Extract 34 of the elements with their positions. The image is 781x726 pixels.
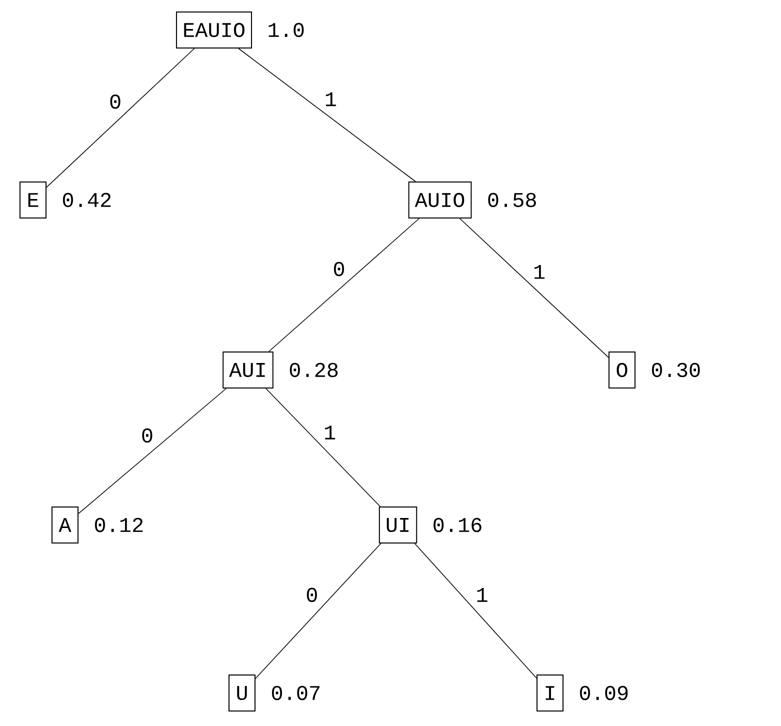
edge-label: 0 <box>304 586 320 604</box>
node-box: E <box>20 182 46 218</box>
probability-label: 0.09 <box>580 686 628 700</box>
node-box: O <box>608 352 636 388</box>
probability-label: 0.16 <box>434 518 482 532</box>
probability-label: 0.42 <box>62 192 111 208</box>
edge-line <box>459 218 609 358</box>
probability-label: 1.0 <box>268 22 304 38</box>
probability-label: 0.30 <box>652 362 700 378</box>
node-box: A <box>52 506 78 544</box>
edge-label: 0 <box>107 92 124 111</box>
probability-label: 0.58 <box>488 192 536 208</box>
edge-line <box>268 218 420 352</box>
probability-label: 0.12 <box>94 518 143 532</box>
edge-line <box>414 543 537 678</box>
edge-label: 1 <box>530 262 548 281</box>
edge-line <box>238 48 416 182</box>
edge-line <box>266 388 381 507</box>
node-box: I <box>536 674 564 712</box>
edge-label: 0 <box>330 260 348 278</box>
node-box: AUIO <box>408 182 472 218</box>
edge-label: 1 <box>474 586 490 604</box>
edge-line <box>255 543 382 679</box>
node-box: UI <box>378 506 418 544</box>
edge-label: 1 <box>322 90 339 108</box>
edge-label: 0 <box>138 426 156 445</box>
node-box: U <box>228 674 256 712</box>
edge-label: 1 <box>322 424 338 442</box>
edge-line <box>46 48 195 188</box>
edge-line <box>78 388 227 514</box>
node-box: EAUIO <box>176 12 252 48</box>
probability-label: 0.07 <box>272 686 320 700</box>
node-box: AUI <box>222 352 274 388</box>
probability-label: 0.28 <box>290 362 338 378</box>
